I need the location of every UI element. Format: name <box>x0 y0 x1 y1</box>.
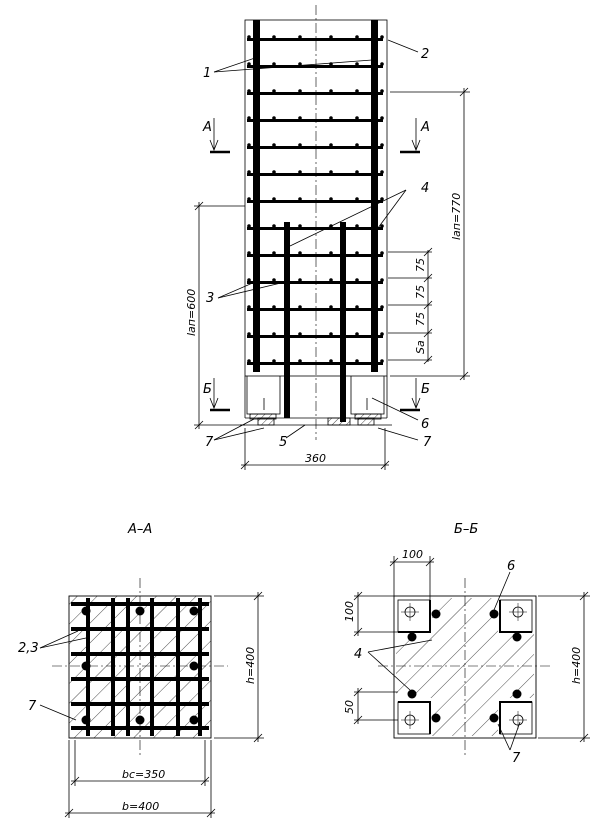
dim-lan-600-text: lап=600 <box>185 289 198 336</box>
label-3: 3 <box>206 291 214 306</box>
svg-text:75: 75 <box>414 258 427 272</box>
label-2-3: 2,3 <box>18 641 39 656</box>
section-aa-leaders <box>39 630 87 721</box>
svg-text:h=400: h=400 <box>244 647 257 684</box>
corner-bar <box>489 713 499 723</box>
label-1: 1 <box>203 66 211 81</box>
section-bb-concrete <box>396 598 534 736</box>
stirrup <box>247 65 383 68</box>
stirrup <box>247 335 383 338</box>
section-aa-bars <box>81 606 199 725</box>
corner-bar <box>512 689 522 699</box>
longitudinal-bar <box>189 715 199 725</box>
svg-text:Б: Б <box>203 382 212 397</box>
label-4: 4 <box>421 181 429 196</box>
svg-text:75: 75 <box>414 285 427 299</box>
section-aa-title: А–А <box>127 522 152 537</box>
label-7-left: 7 <box>205 435 214 450</box>
section-mark-a-right: А <box>400 118 430 154</box>
stirrup <box>247 308 383 311</box>
svg-text:Sа: Sа <box>414 340 427 354</box>
stirrup <box>247 119 383 122</box>
svg-text:50: 50 <box>343 700 356 714</box>
stirrup <box>247 227 383 230</box>
stirrup <box>247 146 383 149</box>
stirrup <box>247 92 383 95</box>
stirrup <box>247 173 383 176</box>
stirrup <box>247 200 383 203</box>
corner-bar <box>431 713 441 723</box>
longitudinal-bar <box>81 715 91 725</box>
mesh-bar-vertical <box>126 598 130 736</box>
svg-text:А: А <box>420 120 430 135</box>
dim-360 <box>240 428 390 470</box>
longitudinal-bar <box>189 606 199 616</box>
label-7-right: 7 <box>423 435 432 450</box>
dim-lan-770-text: lап=770 <box>450 193 463 240</box>
longitudinal-bar <box>189 661 199 671</box>
mesh-bar-vertical <box>111 598 115 736</box>
mesh-bar-vertical <box>198 598 202 736</box>
section-bb-title: Б–Б <box>454 522 478 537</box>
section-bb: Б–Б 4 6 7 <box>343 522 590 766</box>
stirrup <box>247 362 383 365</box>
corner-bar <box>431 609 441 619</box>
section-mark-b-right: Б <box>400 378 430 412</box>
corner-bar <box>512 632 522 642</box>
longitudinal-bar-left <box>253 20 260 372</box>
label-7-bb: 7 <box>512 751 521 766</box>
label-7-aa: 7 <box>28 699 37 714</box>
mesh-bar-vertical <box>176 598 180 736</box>
svg-text:100: 100 <box>343 601 356 622</box>
inner-bar-right <box>340 222 346 422</box>
svg-text:h=400: h=400 <box>570 647 583 684</box>
longitudinal-bar <box>135 715 145 725</box>
svg-text:А: А <box>202 120 212 135</box>
stirrup <box>247 38 383 41</box>
longitudinal-bar <box>81 606 91 616</box>
section-bb-leaders <box>367 571 521 751</box>
label-6: 6 <box>421 417 429 432</box>
svg-text:bc=350: bc=350 <box>122 768 165 781</box>
corner-bar <box>489 609 499 619</box>
dim-spacing <box>388 247 433 365</box>
corner-bar <box>407 632 417 642</box>
section-aa: А–А 2,3 7 h=400 bc=350 <box>18 522 264 818</box>
dim-lan-770 <box>390 87 470 381</box>
svg-text:100: 100 <box>402 548 423 561</box>
section-bb-bars <box>407 609 522 723</box>
label-6-bb: 6 <box>507 559 515 574</box>
angle-left <box>246 376 281 415</box>
svg-text:Б: Б <box>421 382 430 397</box>
longitudinal-bar <box>81 661 91 671</box>
dim-360-text: 360 <box>305 452 326 465</box>
svg-text:b=400: b=400 <box>122 800 159 813</box>
angle-right <box>350 376 385 415</box>
dim-lan-600 <box>194 201 245 430</box>
stirrups-group <box>247 35 384 365</box>
label-2: 2 <box>421 47 429 62</box>
elevation-leaders <box>213 39 419 441</box>
longitudinal-bar-right <box>371 20 378 372</box>
plate-center <box>327 417 351 426</box>
column-elevation: А А Б Б <box>185 5 470 470</box>
mesh-bar-horizontal <box>71 677 209 681</box>
inner-bar-left <box>284 222 290 418</box>
section-bb-holes <box>401 603 527 729</box>
svg-text:75: 75 <box>414 312 427 326</box>
label-5: 5 <box>279 435 287 450</box>
mesh-bar-vertical <box>150 598 154 736</box>
corner-bar <box>407 689 417 699</box>
section-mark-b-left: Б <box>203 378 230 412</box>
stirrup <box>247 254 383 257</box>
label-4-bb: 4 <box>354 647 362 662</box>
section-mark-a-left: А <box>202 118 230 154</box>
stirrup <box>247 281 383 284</box>
longitudinal-bar <box>135 606 145 616</box>
